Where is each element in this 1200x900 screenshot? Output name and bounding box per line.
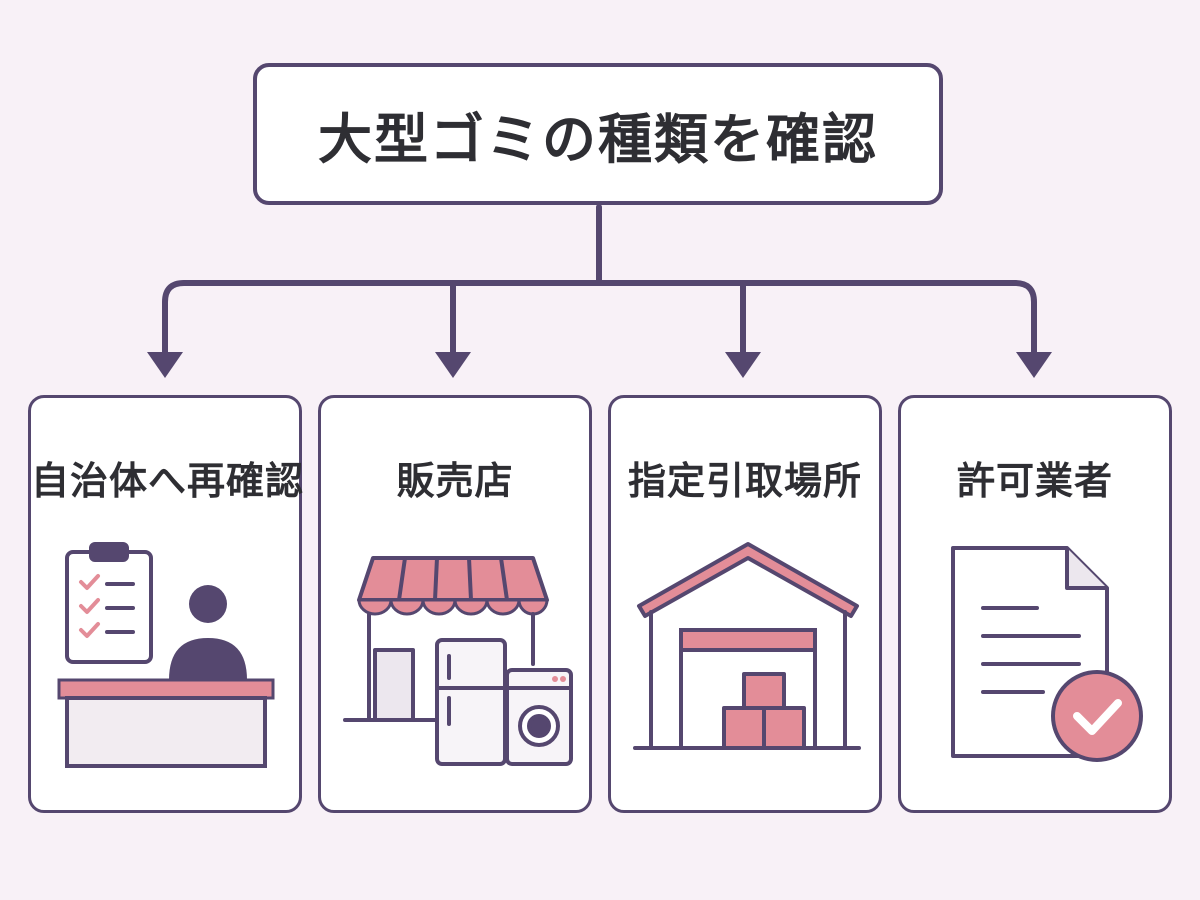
branch-arrow-4	[1012, 280, 1037, 355]
arrowhead-1	[147, 352, 183, 378]
option-card-designated-site: 指定引取場所	[608, 395, 882, 813]
arrowhead-2	[435, 352, 471, 378]
clerk-at-counter-icon	[57, 542, 275, 768]
option-label: 自治体へ再確認	[31, 459, 305, 503]
option-label: 許可業者	[956, 459, 1113, 503]
option-label: 販売店	[396, 459, 514, 503]
option-card-municipality: 自治体へ再確認	[28, 395, 305, 813]
arrowhead-4	[1016, 352, 1052, 378]
arrowhead-3	[725, 352, 761, 378]
certified-document-icon	[951, 546, 1143, 762]
branch-arrow-1	[162, 280, 187, 355]
option-card-retailer: 販売店	[318, 395, 592, 813]
appliance-store-icon	[343, 556, 573, 766]
root-node: 大型ゴミの種類を確認	[253, 63, 943, 205]
warehouse-icon	[633, 542, 861, 750]
option-card-licensed-contractor: 許可業者	[898, 395, 1172, 813]
option-label: 指定引取場所	[627, 459, 862, 503]
root-title: 大型ゴミの種類を確認	[318, 107, 878, 171]
